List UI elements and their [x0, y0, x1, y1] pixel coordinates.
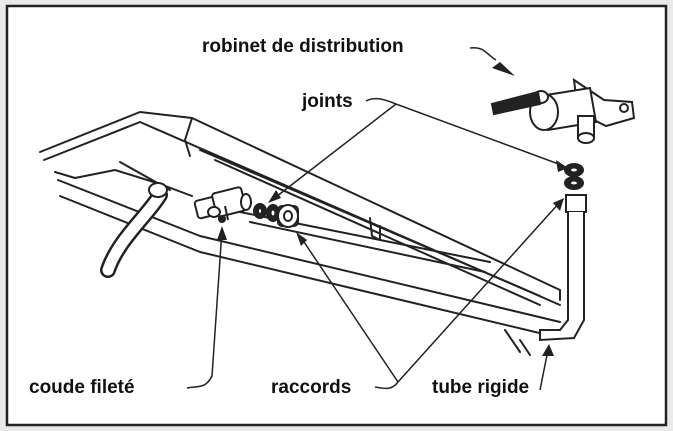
arrowheads	[217, 62, 568, 356]
hose-end-fitting	[148, 182, 168, 198]
label-joints: joints	[302, 91, 353, 112]
label-robinet-de-distribution: robinet de distribution	[202, 36, 404, 57]
flexible-hose-inner	[102, 189, 166, 276]
label-tube-rigide: tube rigide	[432, 377, 530, 398]
threaded-elbow	[193, 186, 252, 223]
leader-lines	[186, 46, 565, 391]
label-coude-filete: coude fileté	[29, 377, 135, 398]
seal-rings-right	[564, 163, 584, 190]
figure-frame	[5, 4, 668, 427]
label-raccords: raccords	[271, 377, 352, 398]
seal-rings-left	[253, 203, 280, 222]
fitting-nut	[277, 204, 299, 228]
rigid-pipe	[539, 194, 587, 342]
dispensing-valve	[490, 77, 636, 144]
